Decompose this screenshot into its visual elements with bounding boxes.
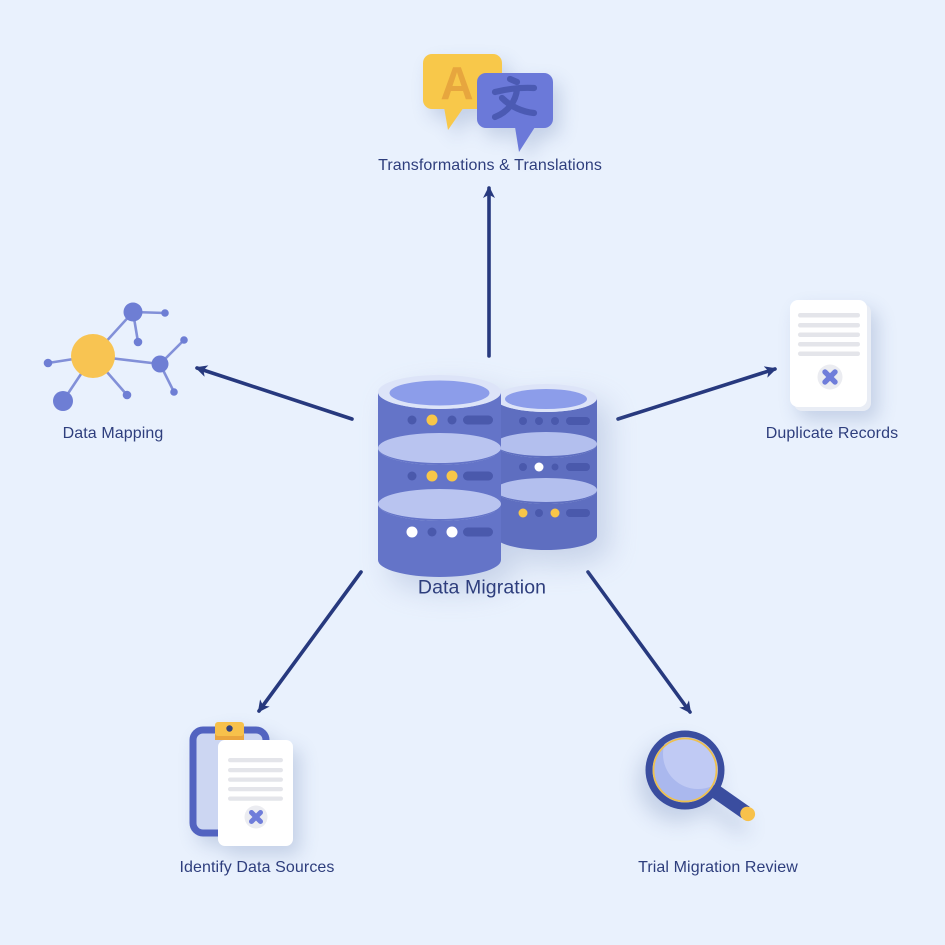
database-stack-icon — [378, 375, 597, 577]
node-label-trial-migration-review: Trial Migration Review — [638, 859, 798, 876]
node-label-data-mapping: Data Mapping — [62, 425, 164, 442]
db-right-indicator-lights — [518, 417, 590, 518]
document-text-lines — [798, 313, 860, 356]
arrow-to-trial-migration-review — [586, 570, 692, 714]
cjk-bubble — [477, 73, 553, 152]
node-label-transformations: Transformations & Translations — [378, 157, 602, 174]
x-badge — [244, 805, 268, 829]
arrow-to-identify-data-sources — [257, 570, 363, 713]
arrow-to-duplicate-records — [616, 366, 777, 421]
node-label-data-migration: Data Migration — [417, 576, 547, 599]
arrow-to-data-mapping — [195, 365, 354, 421]
clipboard-clip — [215, 722, 244, 740]
document-x-icon — [790, 300, 871, 411]
db-right-stack — [495, 384, 597, 550]
x-badge — [817, 364, 843, 390]
clipboard-text-lines — [228, 758, 283, 801]
translate-bubbles-icon: A — [423, 54, 553, 152]
latin-glyph: A — [440, 57, 473, 109]
clipboard-document-icon — [189, 722, 293, 846]
network-nodes — [43, 302, 188, 411]
db-left-stack — [378, 375, 501, 577]
network-hub-node — [71, 334, 115, 378]
network-graph-icon — [43, 302, 188, 411]
magnifier-icon — [645, 730, 756, 822]
node-label-duplicate-records: Duplicate Records — [765, 425, 899, 442]
magnifier-lens — [645, 730, 725, 810]
clipboard-sheet — [218, 740, 293, 846]
db-left-indicator-lights — [406, 414, 493, 538]
cjk-glyph — [491, 75, 538, 121]
node-label-identify-data-sources: Identify Data Sources — [179, 859, 335, 876]
